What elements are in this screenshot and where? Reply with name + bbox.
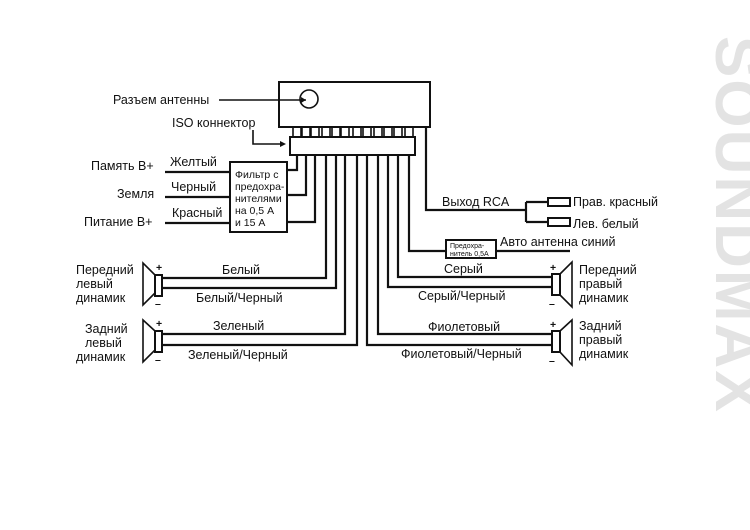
connector-pin [301, 126, 311, 138]
connector-pin [404, 126, 414, 138]
plus-sign: + [156, 262, 162, 274]
connector-pin [310, 126, 320, 138]
rca-left-plug [547, 217, 571, 227]
arrow-icon [280, 141, 286, 147]
rear-left-plus-wire [162, 155, 347, 336]
front-right-plus-label: Серый [444, 262, 483, 276]
speaker-label-line: Задний [579, 319, 622, 333]
rear-left-minus-label: Зеленый/Черный [188, 348, 288, 362]
connector-pin [321, 126, 331, 138]
rca-label: Выход RCA [442, 195, 510, 209]
connector-pin [352, 126, 362, 138]
speaker-label-line: динамик [579, 347, 629, 361]
plus-sign: + [550, 262, 556, 274]
speaker-label-line: динамик [76, 350, 126, 364]
speaker-label-line: Передний [76, 263, 134, 277]
brand-watermark: SOUNDMAX [702, 36, 750, 414]
fuse-line: Предохра- [450, 243, 485, 250]
front-left-plus-wire [162, 155, 328, 280]
filter-to-connector-wire [287, 155, 299, 172]
ignition-wire-label: Красный [172, 206, 222, 220]
front-left-minus-label: Белый/Черный [196, 291, 283, 305]
antenna-fuse [445, 239, 497, 259]
connector-pin [292, 126, 302, 138]
rear-left-speaker-label: Задний левый динамик [76, 322, 128, 364]
front-left-speaker-label: Передний левый динамик [76, 263, 134, 305]
iso-connector [289, 136, 416, 156]
connector-pin [383, 126, 393, 138]
speaker-icon [142, 318, 163, 364]
connector-pin [362, 126, 372, 138]
iso-connector-leader [252, 130, 282, 145]
fuse-filter-box [229, 161, 288, 233]
rear-right-minus-label: Фиолетовый/Черный [401, 347, 522, 361]
ground-wire-label: Черный [171, 180, 216, 194]
speaker-label-line: правый [579, 333, 622, 347]
front-right-minus-wire [386, 155, 552, 289]
rca-wire [424, 127, 526, 212]
rca-left-label: Лев. белый [573, 217, 639, 231]
minus-sign: – [549, 298, 555, 310]
front-left-plus-label: Белый [222, 263, 260, 277]
plus-sign: + [156, 318, 162, 330]
filter-line: нителями [235, 193, 282, 205]
minus-sign: – [549, 355, 555, 367]
filter-line: на 0,5 А [235, 205, 274, 217]
rear-left-plus-label: Зеленый [213, 319, 264, 333]
speaker-label-line: левый [76, 277, 113, 291]
ground-label: Земля [117, 187, 154, 201]
ignition-label: Питание B+ [84, 215, 152, 229]
antenna-socket [299, 89, 319, 109]
connector-pins [292, 126, 414, 138]
rca-right-plug [547, 197, 571, 207]
speaker-icon [551, 260, 573, 309]
rear-right-plus-wire [376, 155, 552, 336]
speaker-label-line: правый [579, 277, 622, 291]
minus-sign: – [155, 298, 161, 310]
rear-right-minus-wire [365, 155, 552, 347]
speaker-icon [142, 261, 163, 307]
fuse-filter-text: Фильтр с предохра- нителями на 0,5 А и 1… [235, 169, 285, 229]
rear-left-minus-wire [162, 155, 359, 347]
speaker-label-line: Задний [85, 322, 128, 336]
arrow-icon [301, 97, 306, 103]
speaker-icon [551, 318, 573, 368]
filter-line: предохра- [235, 181, 285, 193]
front-left-minus-wire [162, 155, 338, 290]
front-right-speaker-label: Передний правый динамик [579, 263, 637, 305]
speaker-label-line: динамик [76, 291, 126, 305]
fuse-line: нитель 0,5А [450, 251, 489, 258]
minus-sign: – [155, 354, 161, 366]
filter-line: Фильтр с [235, 169, 278, 181]
speaker-label-line: Передний [579, 263, 637, 277]
connector-pin [340, 126, 350, 138]
speaker-label-line: динамик [579, 291, 629, 305]
antenna-socket-label: Разъем антенны [113, 93, 209, 107]
plus-sign: + [550, 319, 556, 331]
connector-pin [331, 126, 341, 138]
connector-pin [393, 126, 403, 138]
antenna-label: Авто антенна синий [500, 235, 615, 249]
rca-right-label: Прав. красный [573, 195, 658, 209]
antenna-wire [407, 155, 446, 253]
front-right-plus-wire [396, 155, 552, 279]
filter-line: и 15 А [235, 217, 265, 229]
iso-connector-label: ISO коннектор [172, 116, 255, 130]
head-unit [278, 81, 431, 128]
memory-label: Память B+ [91, 159, 154, 173]
front-right-minus-label: Серый/Черный [418, 289, 505, 303]
rear-right-speaker-label: Задний правый динамик [579, 319, 629, 361]
memory-wire-label: Желтый [170, 155, 217, 169]
filter-to-connector-wire [287, 155, 308, 197]
connector-pin [373, 126, 383, 138]
rear-right-plus-label: Фиолетовый [428, 320, 500, 334]
filter-to-connector-wire [287, 155, 317, 224]
speaker-label-line: левый [85, 336, 122, 350]
